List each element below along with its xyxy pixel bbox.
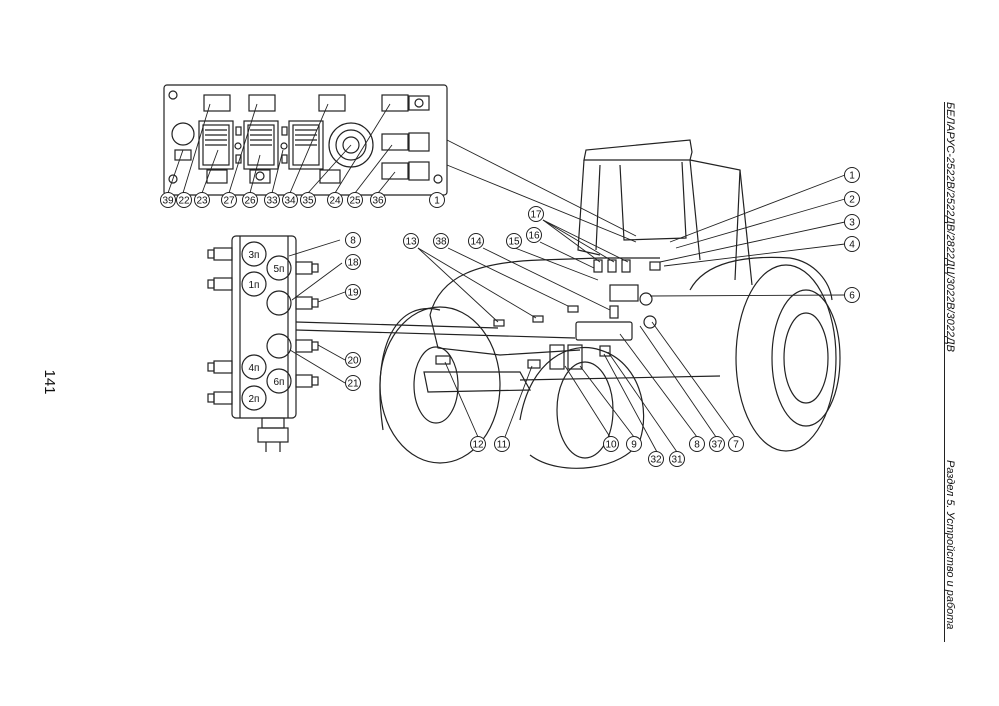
valve-block [207,235,576,452]
tractor-callout-circle [844,287,860,303]
panel-callout: 22 [178,196,190,207]
tractor-callout: 15 [508,237,520,248]
tractor-callout-circle [468,233,484,249]
panel-callout: 34 [284,196,296,207]
panel-callout: 33 [266,196,278,207]
block-port-label: 6п [274,377,285,388]
tractor-callout: 38 [435,237,447,248]
panel-callout-circle [282,192,298,208]
tractor-callout-circle [709,436,725,452]
tractor-callout: 32 [650,455,662,466]
tractor-callout-circle [506,233,522,249]
block-callout: 20 [347,356,359,367]
tractor-callout-circle [433,233,449,249]
block-callout: 21 [347,379,359,390]
tractor-callout-circle [844,191,860,207]
tractor-callout: 9 [631,440,637,451]
panel-callout-circle [347,192,363,208]
tractor-callout: 14 [470,237,482,248]
tractor-callout: 8 [694,440,700,451]
panel-callout-circle [221,192,237,208]
tractor-callout-circle [728,436,744,452]
tractor-outline [379,139,841,469]
side-rule [944,102,945,642]
tractor-callout: 37 [711,440,723,451]
panel-callout-circle [264,192,280,208]
panel-callout: 25 [349,196,361,207]
tractor-callout: 12 [472,440,484,451]
block-port-label: 3п [249,250,260,261]
tractor-callout-circle [403,233,419,249]
panel-callout-circle [176,192,192,208]
block-callout-circle [345,232,361,248]
panel-callout: 39 [162,196,174,207]
tractor-callout: 13 [405,237,417,248]
tractor-callout: 4 [849,240,855,251]
panel-callout: 24 [329,196,341,207]
panel-callout: 35 [302,196,314,207]
block-callout-circle [345,254,361,270]
tractor-callout-circle [626,436,642,452]
tractor-callout: 1 [849,171,855,182]
panel-callout-circle [242,192,258,208]
panel-callout-circle [160,192,176,208]
block-callout-circle [345,375,361,391]
panel-callout-circle [300,192,316,208]
block-callout-circle [345,352,361,368]
panel-callout: 26 [244,196,256,207]
tractor-callout-circle [603,436,619,452]
panel-callout: 27 [223,196,235,207]
block-callout-circle [345,284,361,300]
block-callout: 18 [347,258,359,269]
tractor-callout-circle [470,436,486,452]
panel-callout-circle [194,192,210,208]
control-panel [163,84,448,196]
tractor-callout: 31 [671,455,683,466]
tractor-callout: 6 [849,291,855,302]
block-port-label: 2п [249,394,260,405]
tractor-callout: 2 [849,195,855,206]
panel-callout: 36 [372,196,384,207]
tractor-callout: 3 [849,218,855,229]
block-port-label: 1п [249,280,260,291]
tractor-callout-circle [648,451,664,467]
tractor-callout: 10 [605,440,617,451]
tractor-callout-circle [669,451,685,467]
tractor-callout-circle [844,214,860,230]
tractor-callout-circle [844,236,860,252]
block-callout: 8 [350,236,356,247]
panel-callout-circle [327,192,343,208]
tractor-callout: 11 [497,440,508,451]
tractor-callout-circle [528,206,544,222]
panel-callout-circle [429,192,445,208]
tractor-callout-circle [844,167,860,183]
tractor-callout: 17 [530,210,542,221]
panel-callout: 23 [196,196,208,207]
panel-callout-circle [370,192,386,208]
tractor-callout: 16 [528,231,540,242]
tractor-callout-circle [526,227,542,243]
tractor-callout-circle [689,436,705,452]
panel-callout: 1 [434,196,440,207]
tractor-callout-circle [494,436,510,452]
block-port-label: 5п [274,264,285,275]
block-port-label: 4п [249,363,260,374]
tractor-callout: 7 [733,440,739,451]
block-callout: 19 [347,288,359,299]
